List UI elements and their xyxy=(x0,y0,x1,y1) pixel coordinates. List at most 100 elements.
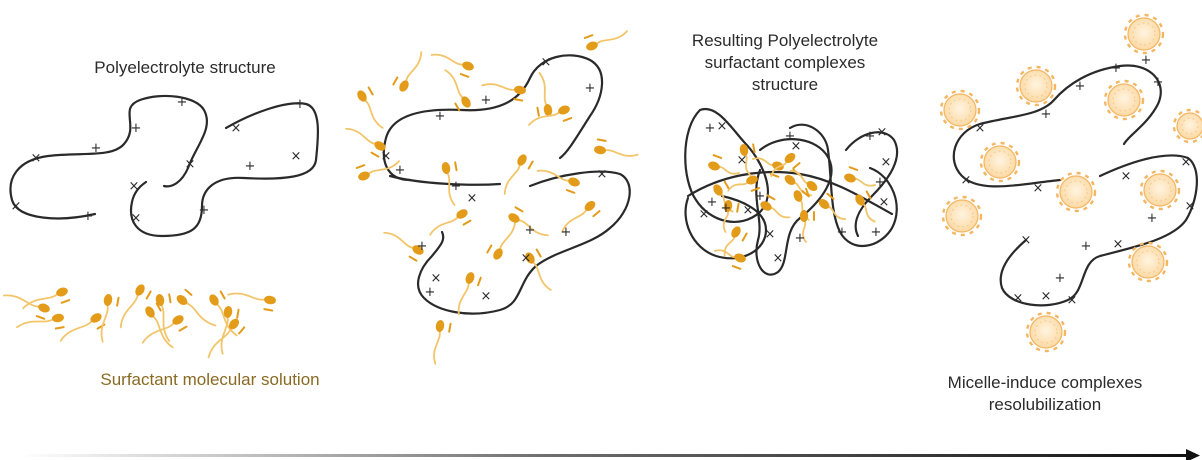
surfactant-molecule xyxy=(508,206,549,237)
polymer-chain-panel2-middle xyxy=(388,174,502,186)
negative-charge: × xyxy=(431,271,442,286)
micelle xyxy=(1123,13,1165,55)
micelle xyxy=(1127,241,1169,283)
positive-charge: + xyxy=(707,195,718,210)
surfactant-molecule xyxy=(722,200,740,233)
surfactant-molecule xyxy=(844,166,877,187)
process-arrow-shaft xyxy=(20,454,1188,457)
surfactant-molecule xyxy=(799,210,815,243)
polyelectrolyte-panel xyxy=(9,94,320,238)
process-arrow xyxy=(20,449,1200,460)
surfactant-molecule xyxy=(561,200,601,233)
surfactant-solution-group xyxy=(2,284,276,359)
negative-charge: × xyxy=(185,157,196,172)
positive-charge: + xyxy=(395,163,406,178)
negative-charge: × xyxy=(291,149,302,164)
negative-charge: × xyxy=(1041,289,1052,304)
surfactant-molecule xyxy=(727,175,761,192)
surfactant-molecule xyxy=(207,318,246,359)
surfactant-molecule xyxy=(209,290,238,337)
surfactant-molecule xyxy=(770,152,801,178)
surfactant-molecule xyxy=(155,293,172,342)
surfactant-molecule xyxy=(528,105,573,126)
negative-charge: × xyxy=(541,55,552,70)
surfactant-molecule xyxy=(713,249,746,270)
micelles-group xyxy=(939,13,1202,353)
positive-charge: + xyxy=(865,129,876,144)
positive-charge: + xyxy=(1041,107,1052,122)
polyelectrolyte-chain-left xyxy=(9,94,209,220)
positive-charge: + xyxy=(177,95,188,110)
negative-charge: × xyxy=(131,211,142,226)
surfactant-molecule xyxy=(100,294,120,343)
surfactant-molecule xyxy=(739,143,756,177)
negative-charge: × xyxy=(1013,291,1024,306)
positive-charge: + xyxy=(451,179,462,194)
surfactant-molecule xyxy=(457,272,482,316)
surfactant-molecule xyxy=(16,313,65,330)
complexes-label: Resulting Polyelectrolyte surfactant com… xyxy=(660,30,910,96)
micelle xyxy=(1172,108,1202,144)
positive-charge: + xyxy=(585,81,596,96)
positive-charge: + xyxy=(199,203,210,218)
surfactant-molecule xyxy=(536,169,580,194)
resolubilization-label-line2: resolubilization xyxy=(988,395,1102,414)
polymer-surfactant-panel xyxy=(382,54,631,315)
negative-charge: × xyxy=(1067,293,1078,308)
panel3-surfactants xyxy=(708,143,877,270)
micelle xyxy=(1103,79,1145,121)
micelle xyxy=(941,195,983,237)
positive-charge: + xyxy=(435,109,446,124)
positive-charge: + xyxy=(481,93,492,108)
positive-charge: + xyxy=(875,175,886,190)
positive-charge: + xyxy=(131,121,142,136)
surfactant-molecule xyxy=(818,192,847,221)
surfactant-molecule xyxy=(141,315,188,344)
positive-charge: + xyxy=(755,189,766,204)
micelle xyxy=(1139,169,1181,211)
surfactant-molecule xyxy=(525,248,552,291)
negative-charge: × xyxy=(765,227,776,242)
complexes-label-line2: surfactant complexes xyxy=(704,53,866,72)
positive-charge: + xyxy=(83,209,94,224)
polyelectrolyte-structure-label: Polyelectrolyte structure xyxy=(94,58,276,77)
positive-charge: + xyxy=(837,225,848,240)
complex-chain-5 xyxy=(844,131,899,238)
surfactant-molecule xyxy=(119,284,152,329)
negative-charge: × xyxy=(129,179,140,194)
positive-charge: + xyxy=(871,225,882,240)
positive-charge: + xyxy=(295,97,306,112)
negative-charge: × xyxy=(231,121,242,136)
positive-charge: + xyxy=(1153,75,1164,90)
surfactant-solution-label: Surfactant molecular solution xyxy=(100,370,320,389)
surfactant-molecule xyxy=(481,83,526,102)
negative-charge: × xyxy=(1181,155,1192,170)
negative-charge: × xyxy=(877,125,888,140)
positive-charge: + xyxy=(525,223,536,238)
complexes-label-line3: structure xyxy=(751,75,819,94)
negative-charge: × xyxy=(521,251,532,266)
negative-charge: × xyxy=(381,149,392,164)
micelle xyxy=(1015,65,1057,107)
surfactant-molecule xyxy=(503,154,534,195)
surfactant-molecule xyxy=(594,138,639,157)
surfactant-molecule xyxy=(176,288,217,327)
negative-charge: × xyxy=(1113,237,1124,252)
surfactant-molecule xyxy=(357,86,384,129)
surfactant-molecule xyxy=(355,160,400,181)
complex-chain-4 xyxy=(788,123,898,248)
surfactant-molecule xyxy=(145,302,174,349)
negative-charge: × xyxy=(481,289,492,304)
surfactant-molecule xyxy=(713,180,734,213)
surfactant-molecule xyxy=(708,154,741,175)
positive-charge: + xyxy=(245,159,256,174)
complex-chain-2 xyxy=(684,194,768,260)
surfactant-molecule xyxy=(760,194,791,219)
positive-charge: + xyxy=(705,121,716,136)
surfactant-molecule xyxy=(789,169,818,198)
negative-charge: × xyxy=(1021,233,1032,248)
negative-charge: × xyxy=(1033,181,1044,196)
negative-charge: × xyxy=(773,251,784,266)
negative-charge: × xyxy=(879,195,890,210)
